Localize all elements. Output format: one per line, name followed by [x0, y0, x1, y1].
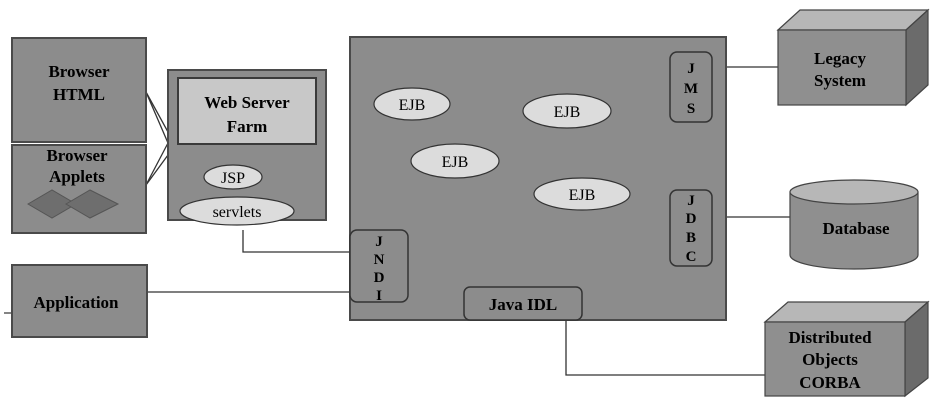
application-label: Application	[33, 293, 119, 312]
browser-html-label-1: Browser	[48, 62, 110, 81]
java-idl-to-corba-line	[565, 320, 765, 376]
legacy-label-1: Legacy	[814, 49, 866, 68]
legacy-system-cube: Legacy System	[776, 8, 930, 107]
corba-label-3: CORBA	[799, 373, 861, 392]
web-server-farm-box: Web Server Farm JSP servlets	[167, 69, 327, 226]
corba-cube: Distributed Objects CORBA	[763, 300, 930, 398]
legacy-cube-front	[777, 29, 907, 106]
jndi-letter: J	[375, 234, 383, 250]
jdbc-letter: B	[686, 230, 696, 246]
browser-applets-label-1: Browser	[46, 146, 108, 165]
jndi-letter: N	[374, 252, 385, 268]
database-body	[789, 191, 919, 270]
browser-applets-box: Browser Applets	[11, 144, 147, 234]
application-box: Application	[11, 264, 148, 338]
jndi-letter: I	[376, 288, 382, 304]
corba-label-1: Distributed	[788, 328, 872, 347]
servlets-to-jndi-line	[242, 230, 350, 253]
browser-html-box: Browser HTML	[11, 37, 147, 143]
database-label: Database	[822, 219, 890, 238]
corba-cube-front	[764, 321, 906, 397]
ejb-oval-1	[373, 87, 451, 121]
legacy-cube-top	[776, 9, 930, 31]
jndi-box	[349, 229, 409, 303]
jdbc-letter: D	[686, 211, 697, 227]
jms-letter: J	[687, 61, 695, 77]
servlets-label: servlets	[213, 204, 262, 221]
legacy-label-2: System	[814, 71, 866, 90]
browser-applets-to-web-line-2	[145, 154, 169, 186]
web-server-farm-title-2: Farm	[227, 117, 268, 136]
app-server-box: J N D I J M S J D B C Java IDL EJB EJB E…	[349, 36, 727, 321]
ejb-oval-4	[533, 177, 631, 211]
ejb-oval-2	[410, 143, 500, 179]
database-top	[789, 179, 919, 205]
servlets-oval	[179, 196, 295, 226]
ejb-oval-3	[522, 93, 612, 129]
browser-html-label-2: HTML	[53, 85, 105, 104]
web-server-farm-title-1: Web Server	[204, 93, 290, 112]
web-server-farm-title-box	[177, 77, 317, 145]
java-idl-box	[463, 286, 583, 321]
browser-applets-to-web-line-1	[145, 142, 169, 186]
jms-letter: M	[684, 81, 698, 97]
jdbc-letter: J	[687, 193, 695, 209]
browser-applets-label-2: Applets	[49, 167, 105, 186]
jms-box	[669, 51, 713, 123]
corba-label-2: Objects	[802, 350, 858, 369]
corba-cube-top	[763, 301, 930, 323]
database-cylinder: Database	[789, 179, 919, 270]
jndi-letter: D	[374, 270, 385, 286]
ejb-label: EJB	[554, 104, 581, 121]
ejb-label: EJB	[399, 97, 426, 114]
jdbc-box	[669, 189, 713, 267]
java-idl-label: Java IDL	[489, 295, 557, 314]
browser-html-to-web-line-2	[145, 91, 169, 133]
ejb-label: EJB	[442, 154, 469, 171]
ejb-label: EJB	[569, 187, 596, 204]
browser-html-to-web-line-1	[145, 91, 169, 144]
applet-diamond-icon	[65, 189, 120, 219]
jsp-oval	[203, 164, 263, 190]
jms-letter: S	[687, 101, 695, 117]
jdbc-letter: C	[686, 249, 697, 265]
jsp-label: JSP	[221, 170, 245, 187]
